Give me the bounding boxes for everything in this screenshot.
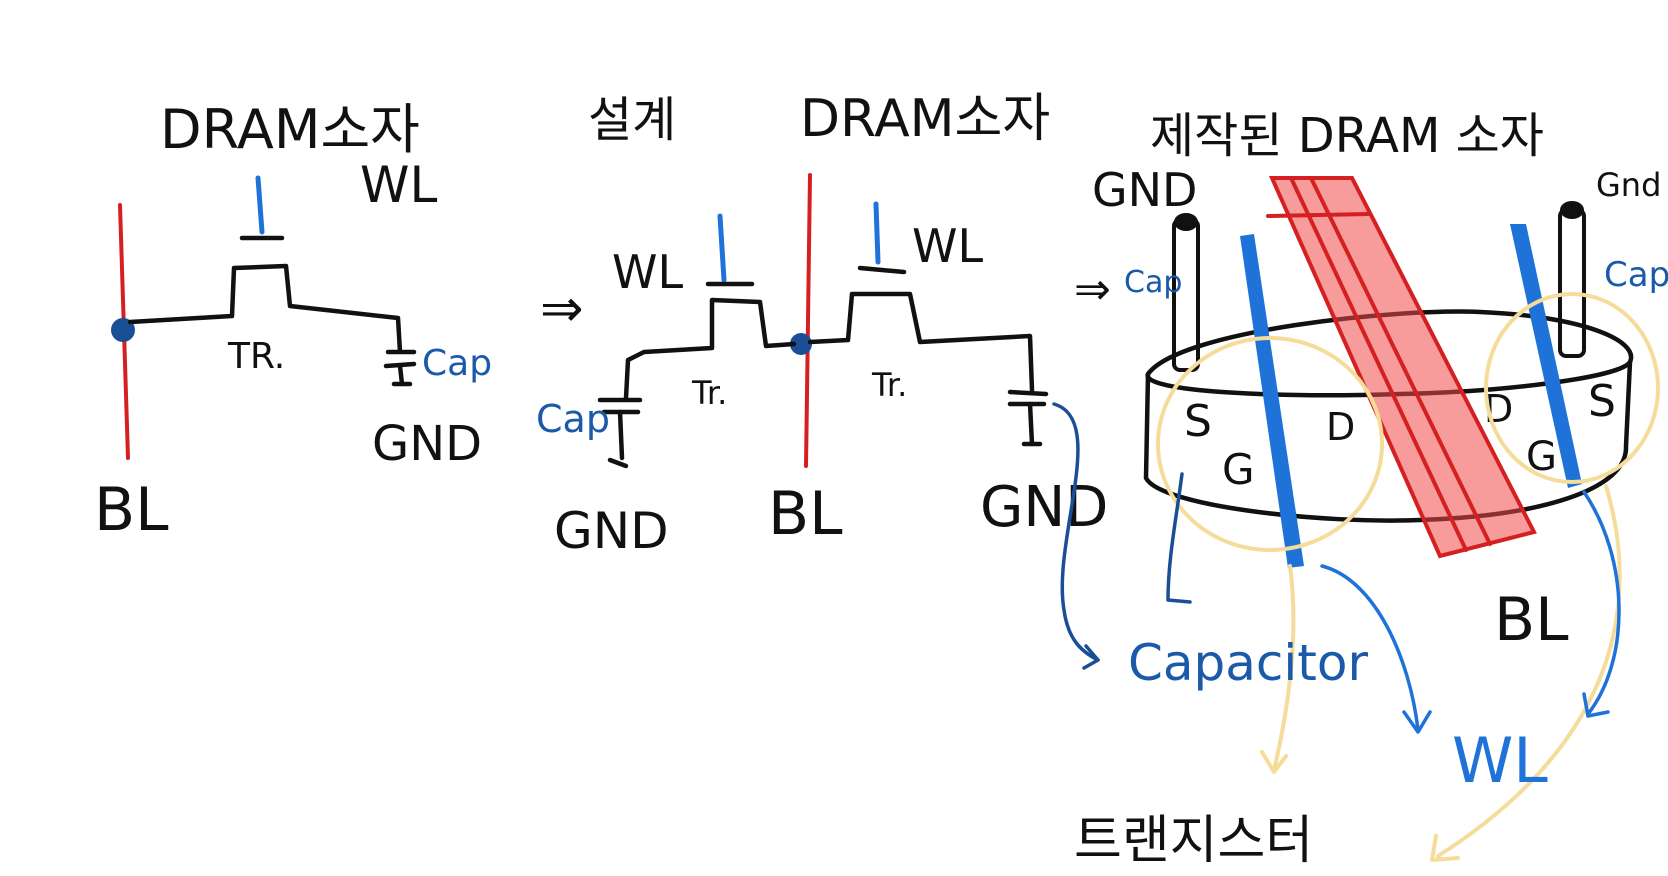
panel3-cap-right-label: Cap xyxy=(1604,255,1668,295)
panel3-wl-label: WL xyxy=(1452,724,1548,797)
panel3-wl-pointer-left-head xyxy=(1402,710,1432,734)
panel2-left-cap-ground xyxy=(607,457,629,469)
panel3-bl-label: BL xyxy=(1494,585,1569,655)
panel3-gate-right-label: G xyxy=(1526,434,1557,480)
panel3-bitline-edge-1 xyxy=(1290,178,1468,552)
panel1-cap-label: Cap xyxy=(422,343,492,384)
panel3-bitline-top-edge xyxy=(1266,212,1370,218)
panel2-wordline-right-stub xyxy=(873,201,881,265)
panel3-drain-left-label: D xyxy=(1326,405,1355,449)
panel2-transistor-right-wire xyxy=(807,291,1035,393)
panel3-source-left-label: S xyxy=(1184,396,1212,447)
panel3-transistor-pointer-left-head xyxy=(1260,750,1288,774)
panel3-wl-pointer-left xyxy=(1320,564,1420,732)
panel2-tr-right-label: Tr. xyxy=(871,366,907,404)
panel3-gnd-right-label: Gnd xyxy=(1596,166,1661,204)
panel3-wl-pointer-right xyxy=(1582,490,1621,716)
panel3-transistor-left-outline xyxy=(1156,336,1384,552)
panel1-wl-label: WL xyxy=(360,156,437,214)
panel2-capacitor-pointer-arrow xyxy=(1052,402,1100,662)
panel2-bitline-node xyxy=(790,333,812,355)
panel2-wordline-left-stub xyxy=(717,213,727,283)
panel1-tr-label: TR. xyxy=(227,336,285,377)
panel2-right-cap-lead xyxy=(1027,401,1035,447)
panel2-capacitor-pointer-arrowhead xyxy=(1082,644,1100,670)
panel3-transistor-right-outline xyxy=(1484,292,1660,484)
panel3-right-gnd-pillar xyxy=(1558,208,1586,358)
panel-2-designed-dram: ⇒ 설계 DRAM소자 WL Tr. Cap GND WL Tr. GND BL xyxy=(536,89,1108,670)
panel2-bitline xyxy=(804,173,812,468)
panel2-right-cap-plate-top xyxy=(1007,389,1049,397)
panel1-gnd-label: GND xyxy=(372,416,482,472)
panel2-left-cap-lead xyxy=(617,409,625,461)
panel2-wl-right-label: WL xyxy=(912,219,983,273)
panel3-wordline-right xyxy=(1510,224,1582,488)
panel3-capacitor-label: Capacitor xyxy=(1128,634,1369,692)
panel3-bitline-edge-2 xyxy=(1310,178,1492,546)
panel3-title: 제작된 DRAM 소자 xyxy=(1150,108,1544,164)
panel2-wl-left-label: WL xyxy=(612,245,683,299)
panel2-gnd-left-label: GND xyxy=(554,502,669,560)
panel-3-fabricated-dram: 제작된 DRAM 소자 ⇒ GND Cap Gnd Cap BL S G D D… xyxy=(1074,108,1668,871)
panel2-tr-left-label: Tr. xyxy=(691,374,727,412)
panel3-gnd-left-label: GND xyxy=(1092,163,1197,217)
panel1-wordline-stub xyxy=(255,175,265,235)
panel3-right-gnd-pillar-top xyxy=(1560,201,1584,219)
panel1-cap-ground-lead xyxy=(397,363,405,387)
panel3-transistor-pointer-right xyxy=(1436,484,1622,858)
panel3-transistor-pointer-right-head xyxy=(1430,834,1460,862)
panel3-left-gnd-pillar-top xyxy=(1174,213,1198,231)
panel-1-dram-cell-schematic: DRAM소자 WL TR. Cap GND BL xyxy=(94,98,492,545)
panel3-substrate-cylinder-side xyxy=(1143,359,1633,523)
panel3-cap-left-label: Cap xyxy=(1124,265,1182,300)
panel1-title: DRAM소자 xyxy=(160,98,420,161)
panel2-bl-label: BL xyxy=(768,479,843,549)
panel2-transistor-left-wire xyxy=(623,297,797,401)
panel2-arrow: ⇒ xyxy=(540,279,584,339)
panel3-transistor-pointer-left xyxy=(1272,564,1296,772)
panel3-capacitor-pointer-small xyxy=(1166,472,1192,604)
panel2-gnd-right-label: GND xyxy=(980,475,1108,540)
panel3-transistor-label: 트랜지스터 xyxy=(1074,811,1313,871)
panel2-gate-plate-right xyxy=(857,265,907,275)
panel1-bl-label: BL xyxy=(94,475,169,545)
panel3-arrow: ⇒ xyxy=(1074,264,1111,315)
panel2-cap-label: Cap xyxy=(536,397,610,441)
panel3-wordline-left xyxy=(1240,234,1304,568)
panel1-transistor-wire xyxy=(127,263,403,355)
panel3-source-right-label: S xyxy=(1588,376,1616,427)
panel3-wl-pointer-right-head xyxy=(1582,692,1610,718)
panel2-title: DRAM소자 xyxy=(800,89,1050,149)
panel2-design-label: 설계 xyxy=(588,92,676,148)
panel3-gate-left-label: G xyxy=(1222,445,1255,494)
